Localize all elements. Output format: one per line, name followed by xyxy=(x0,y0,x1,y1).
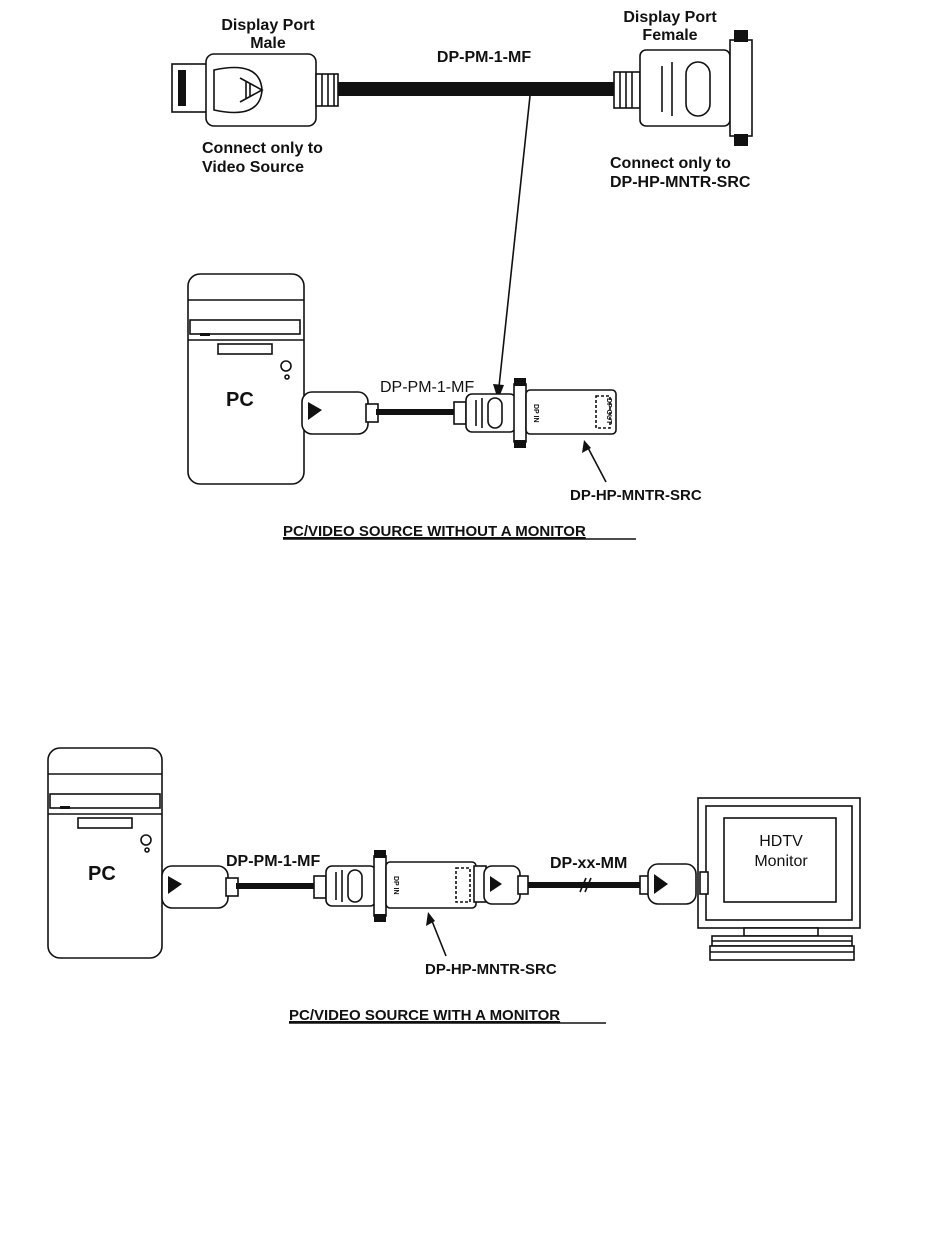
male-label-line1: Display Port xyxy=(221,17,315,34)
pc-tower xyxy=(188,274,304,484)
cable1-label: DP-PM-1-MF xyxy=(226,853,320,870)
pc-tower xyxy=(48,748,162,958)
displayport-female-connector xyxy=(614,30,752,146)
short-cable xyxy=(376,409,456,415)
emulator-in-label: DP IN xyxy=(392,876,399,895)
top-diagram: Display Port Male Display Port Female DP… xyxy=(172,9,752,540)
emulator-label: DP-HP-MNTR-SRC xyxy=(570,487,702,504)
female-adapter xyxy=(314,850,386,922)
emulator-out-label: DP OUT xyxy=(605,398,612,425)
male-label-line2: Male xyxy=(250,35,286,52)
top-caption: PC/VIDEO SOURCE WITHOUT A MONITOR xyxy=(283,523,586,540)
inline-cable-label: DP-PM-1-MF xyxy=(380,379,474,396)
emulator-label: DP-HP-MNTR-SRC xyxy=(425,961,557,978)
displayport-male-connector xyxy=(172,54,338,126)
cable xyxy=(338,82,616,96)
cable-label: DP-PM-1-MF xyxy=(437,49,531,66)
bottom-diagram: PC DP-PM-1-MF DP IN xyxy=(48,748,860,1024)
male-note-line1: Connect only to xyxy=(202,140,323,157)
female-note-line2: DP-HP-MNTR-SRC xyxy=(610,174,751,191)
cable2-label: DP-xx-MM xyxy=(550,855,627,872)
monitor-cable-plug-left xyxy=(474,866,528,904)
female-label-line1: Display Port xyxy=(623,9,717,26)
monitor-label-line2: Monitor xyxy=(754,853,808,870)
pc-male-plug xyxy=(302,392,378,434)
monitor-label-line1: HDTV xyxy=(759,833,803,850)
female-note-line1: Connect only to xyxy=(610,155,731,172)
pc-label: PC xyxy=(88,863,116,885)
pc-label: PC xyxy=(226,389,254,411)
emulator-arrow xyxy=(586,444,606,482)
bottom-caption: PC/VIDEO SOURCE WITH A MONITOR xyxy=(289,1007,560,1024)
cable-1 xyxy=(236,883,316,889)
emulator-in-label: DP IN xyxy=(532,404,539,423)
monitor-cable-plug-right xyxy=(640,864,696,904)
male-note-line2: Video Source xyxy=(202,159,304,176)
pointer-line xyxy=(498,96,530,396)
female-label-line2: Female xyxy=(642,27,697,44)
hdtv-monitor xyxy=(698,798,860,960)
pc-male-plug xyxy=(162,866,238,908)
